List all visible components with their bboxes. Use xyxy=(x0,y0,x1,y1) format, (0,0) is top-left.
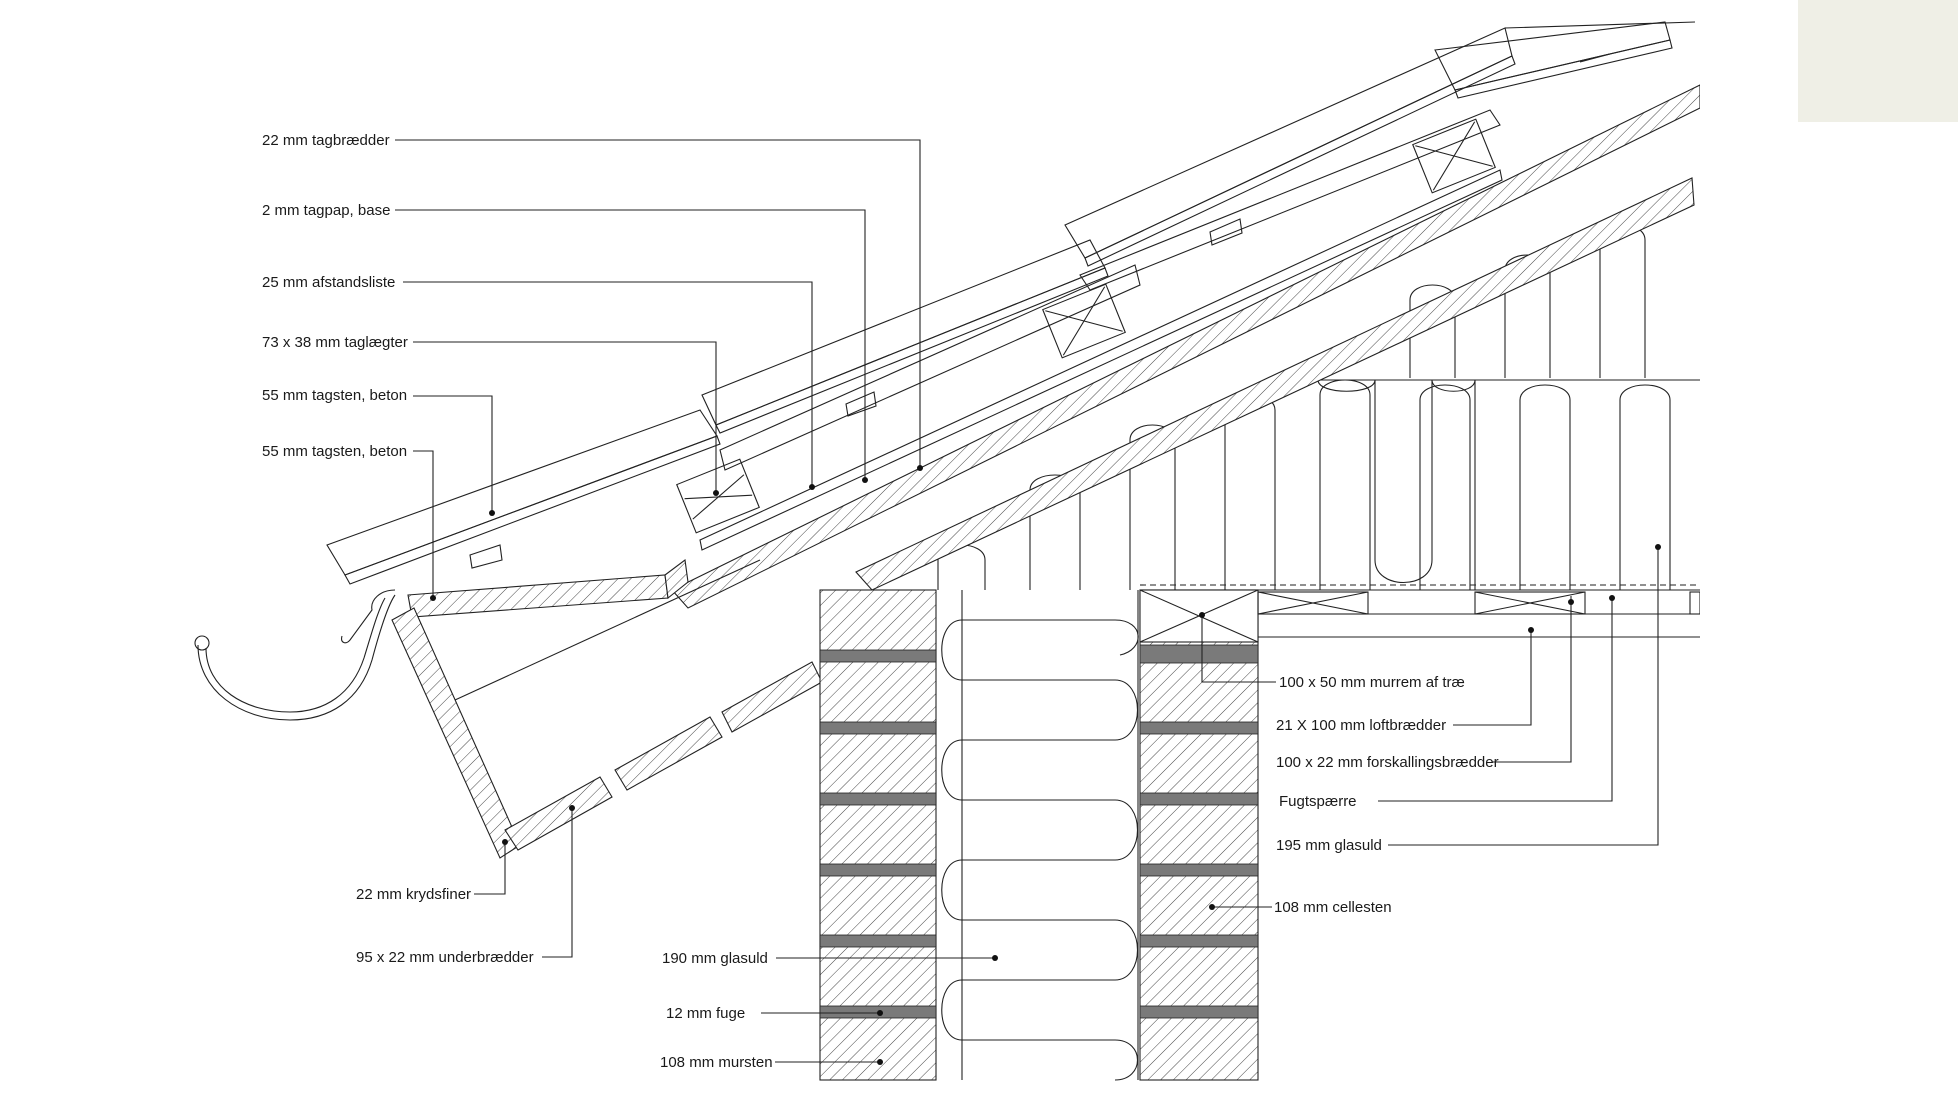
leader-lines xyxy=(395,139,1659,1063)
label-fuge: 12 mm fuge xyxy=(666,1005,745,1022)
roof-tiles xyxy=(326,21,1696,585)
label-murrem: 100 x 50 mm murrem af træ xyxy=(1279,674,1465,691)
label-loftbraedder: 21 X 100 mm loftbrædder xyxy=(1276,717,1446,734)
corner-color-swatch xyxy=(1798,0,1958,122)
label-cellesten: 108 mm cellesten xyxy=(1274,899,1392,916)
counter-battens xyxy=(699,109,1503,551)
leader-dots xyxy=(430,465,1661,1065)
ceiling-layers xyxy=(1140,584,1700,638)
outer-brick-wall xyxy=(819,589,937,1081)
label-taglaegter: 73 x 38 mm taglægter xyxy=(262,334,408,351)
label-glasuld-195: 195 mm glasuld xyxy=(1276,837,1382,854)
label-mursten: 108 mm mursten xyxy=(660,1054,773,1071)
eaves-box xyxy=(341,558,823,859)
gutter xyxy=(194,594,396,721)
label-afstandsliste: 25 mm afstandsliste xyxy=(262,274,395,291)
label-tagsten-2: 55 mm tagsten, beton xyxy=(262,443,407,460)
label-krydsfiner: 22 mm krydsfiner xyxy=(356,886,471,903)
label-tagsten-1: 55 mm tagsten, beton xyxy=(262,387,407,404)
label-forskallingsbraedder: 100 x 22 mm forskallingsbrædder xyxy=(1276,754,1499,771)
cavity-insulation xyxy=(941,590,1139,1081)
callout-labels: 22 mm tagbrædder 2 mm tagpap, base 25 mm… xyxy=(262,132,1499,1071)
label-underbraedder: 95 x 22 mm underbrædder xyxy=(356,949,534,966)
label-glasuld-190: 190 mm glasuld xyxy=(662,950,768,967)
inner-block-wall xyxy=(1139,589,1259,1081)
label-tagbraedder: 22 mm tagbrædder xyxy=(262,132,390,149)
roof-battens xyxy=(676,118,1496,534)
roof-boards xyxy=(671,84,1700,609)
rafter-board xyxy=(855,177,1695,591)
label-tagpap: 2 mm tagpap, base xyxy=(262,202,390,219)
label-fugtspaerre: Fugtspærre xyxy=(1279,793,1357,810)
